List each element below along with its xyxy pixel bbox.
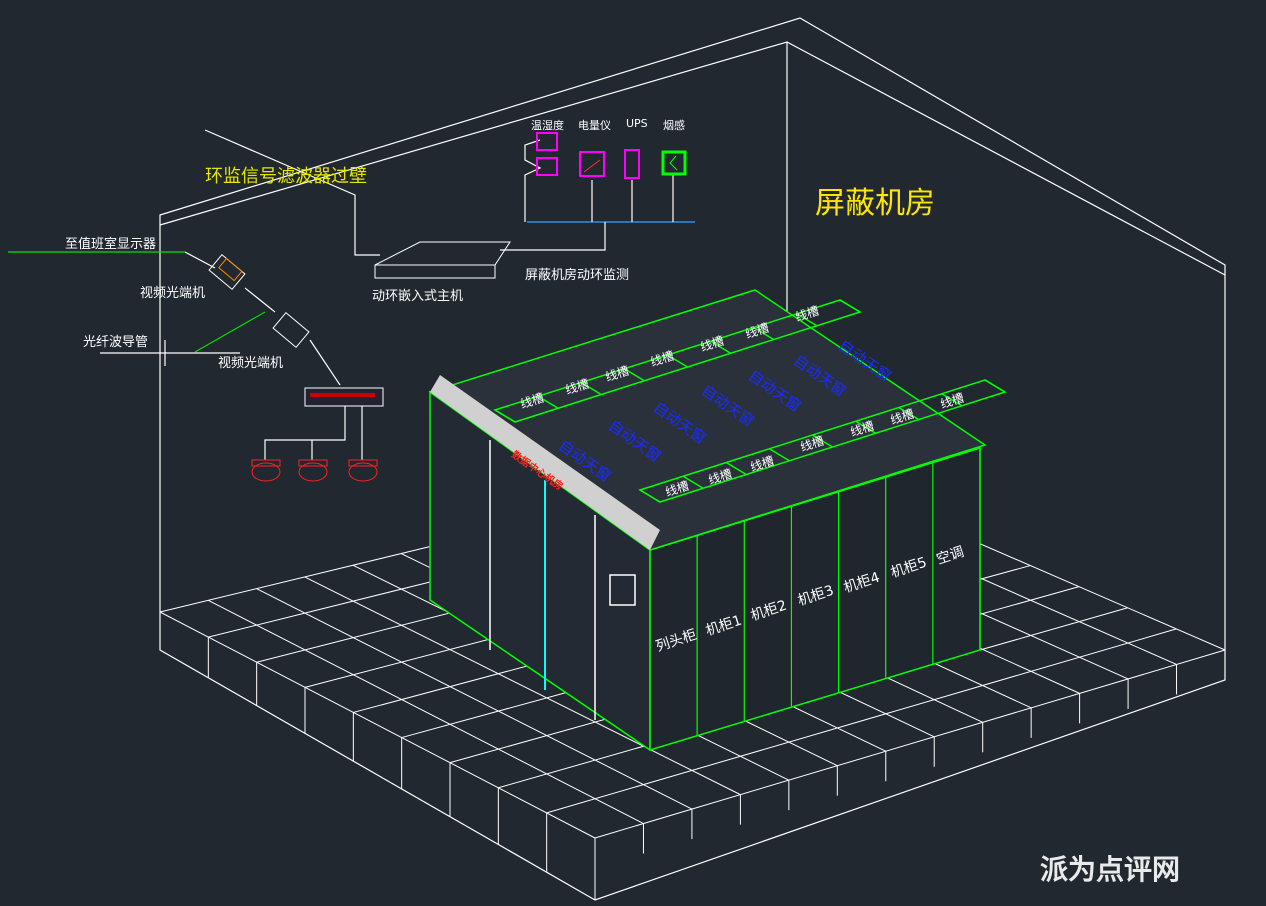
host-unit-icon: [374, 241, 511, 279]
sensor-label: UPS: [626, 117, 648, 130]
floor-grid-line: [594, 649, 1226, 839]
nvr-icon: [304, 387, 384, 407]
tray-bar: [710, 340, 732, 354]
fiber-optic-transceiver-icon: [208, 253, 310, 349]
drawing-title: 屏蔽机房: [815, 186, 935, 221]
tray-bar: [682, 475, 704, 489]
tray-bar: [812, 434, 833, 448]
shielded-room: [428, 289, 987, 752]
tray-bar: [898, 406, 920, 421]
sensor-label: 电量仪: [578, 119, 611, 132]
monitoring-label: 屏蔽机房动环监测: [525, 268, 630, 283]
tray-bar: [768, 448, 790, 462]
tray-bar: [623, 368, 645, 382]
floor-grid-line: [256, 588, 693, 810]
tray-bar: [796, 313, 818, 327]
tray-bar: [639, 489, 661, 503]
cable-trays: [493, 299, 1007, 503]
tray-bar: [580, 381, 602, 396]
tray-bar: [839, 299, 861, 313]
host-label: 动环嵌入式主机: [372, 289, 464, 304]
tray-bar: [753, 326, 775, 341]
wiring: [8, 129, 695, 460]
optical-transceiver-label: 视频光端机: [140, 286, 206, 301]
tray-bar: [941, 393, 963, 407]
floor-grid-line: [208, 599, 644, 824]
watermark: 派为点评网: [1040, 853, 1181, 886]
tray-bar: [494, 409, 516, 423]
floor-grid-line: [159, 611, 596, 839]
tray-bar: [984, 379, 1006, 393]
floor-grid-line: [546, 628, 1177, 814]
optical-transceiver-label: 视频光端机: [218, 356, 284, 371]
sensor-label: 温湿度: [531, 119, 564, 132]
tray-bar: [667, 354, 688, 368]
tray-bar: [537, 395, 559, 409]
tray-bar: [855, 420, 877, 434]
tray-bar: [725, 461, 747, 476]
waveguide-label: 光纤波导管: [83, 335, 149, 350]
cabinet-dividers: [649, 448, 981, 750]
camera-icons: [251, 459, 378, 482]
sensor-icons: [536, 132, 687, 179]
floor-grid-line: [304, 576, 741, 796]
sensor-label: 烟感: [663, 119, 685, 132]
display-label: 至值班室显示器: [65, 237, 157, 252]
filter-label: 环监信号滤波器过壁: [205, 166, 367, 187]
